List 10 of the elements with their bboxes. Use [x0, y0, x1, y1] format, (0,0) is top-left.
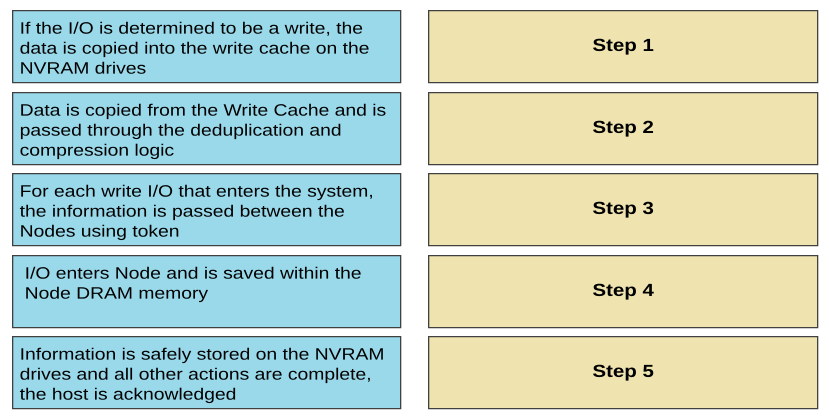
step-box: Step 2 [428, 92, 818, 166]
description-box: I/O enters Node and is saved within the Node DRAM memory [12, 255, 402, 328]
step-box: Step 1 [428, 10, 818, 84]
step-box: Step 5 [428, 336, 818, 410]
step-box: Step 4 [428, 255, 818, 328]
description-box: Data is copied from the Write Cache and is passed through the deduplication and compression logic [12, 92, 402, 166]
description-box: For each write I/O that enters the system, the information is passed between the Nodes using token [12, 173, 402, 246]
description-box: Information is safely stored on the NVRAM drives and all other actions are complete, the host is acknowledged [12, 336, 402, 410]
description-box: If the I/O is determined to be a write, the data is copied into the write cache on the NVRAM drives [12, 10, 402, 84]
step-box: Step 3 [428, 173, 818, 246]
